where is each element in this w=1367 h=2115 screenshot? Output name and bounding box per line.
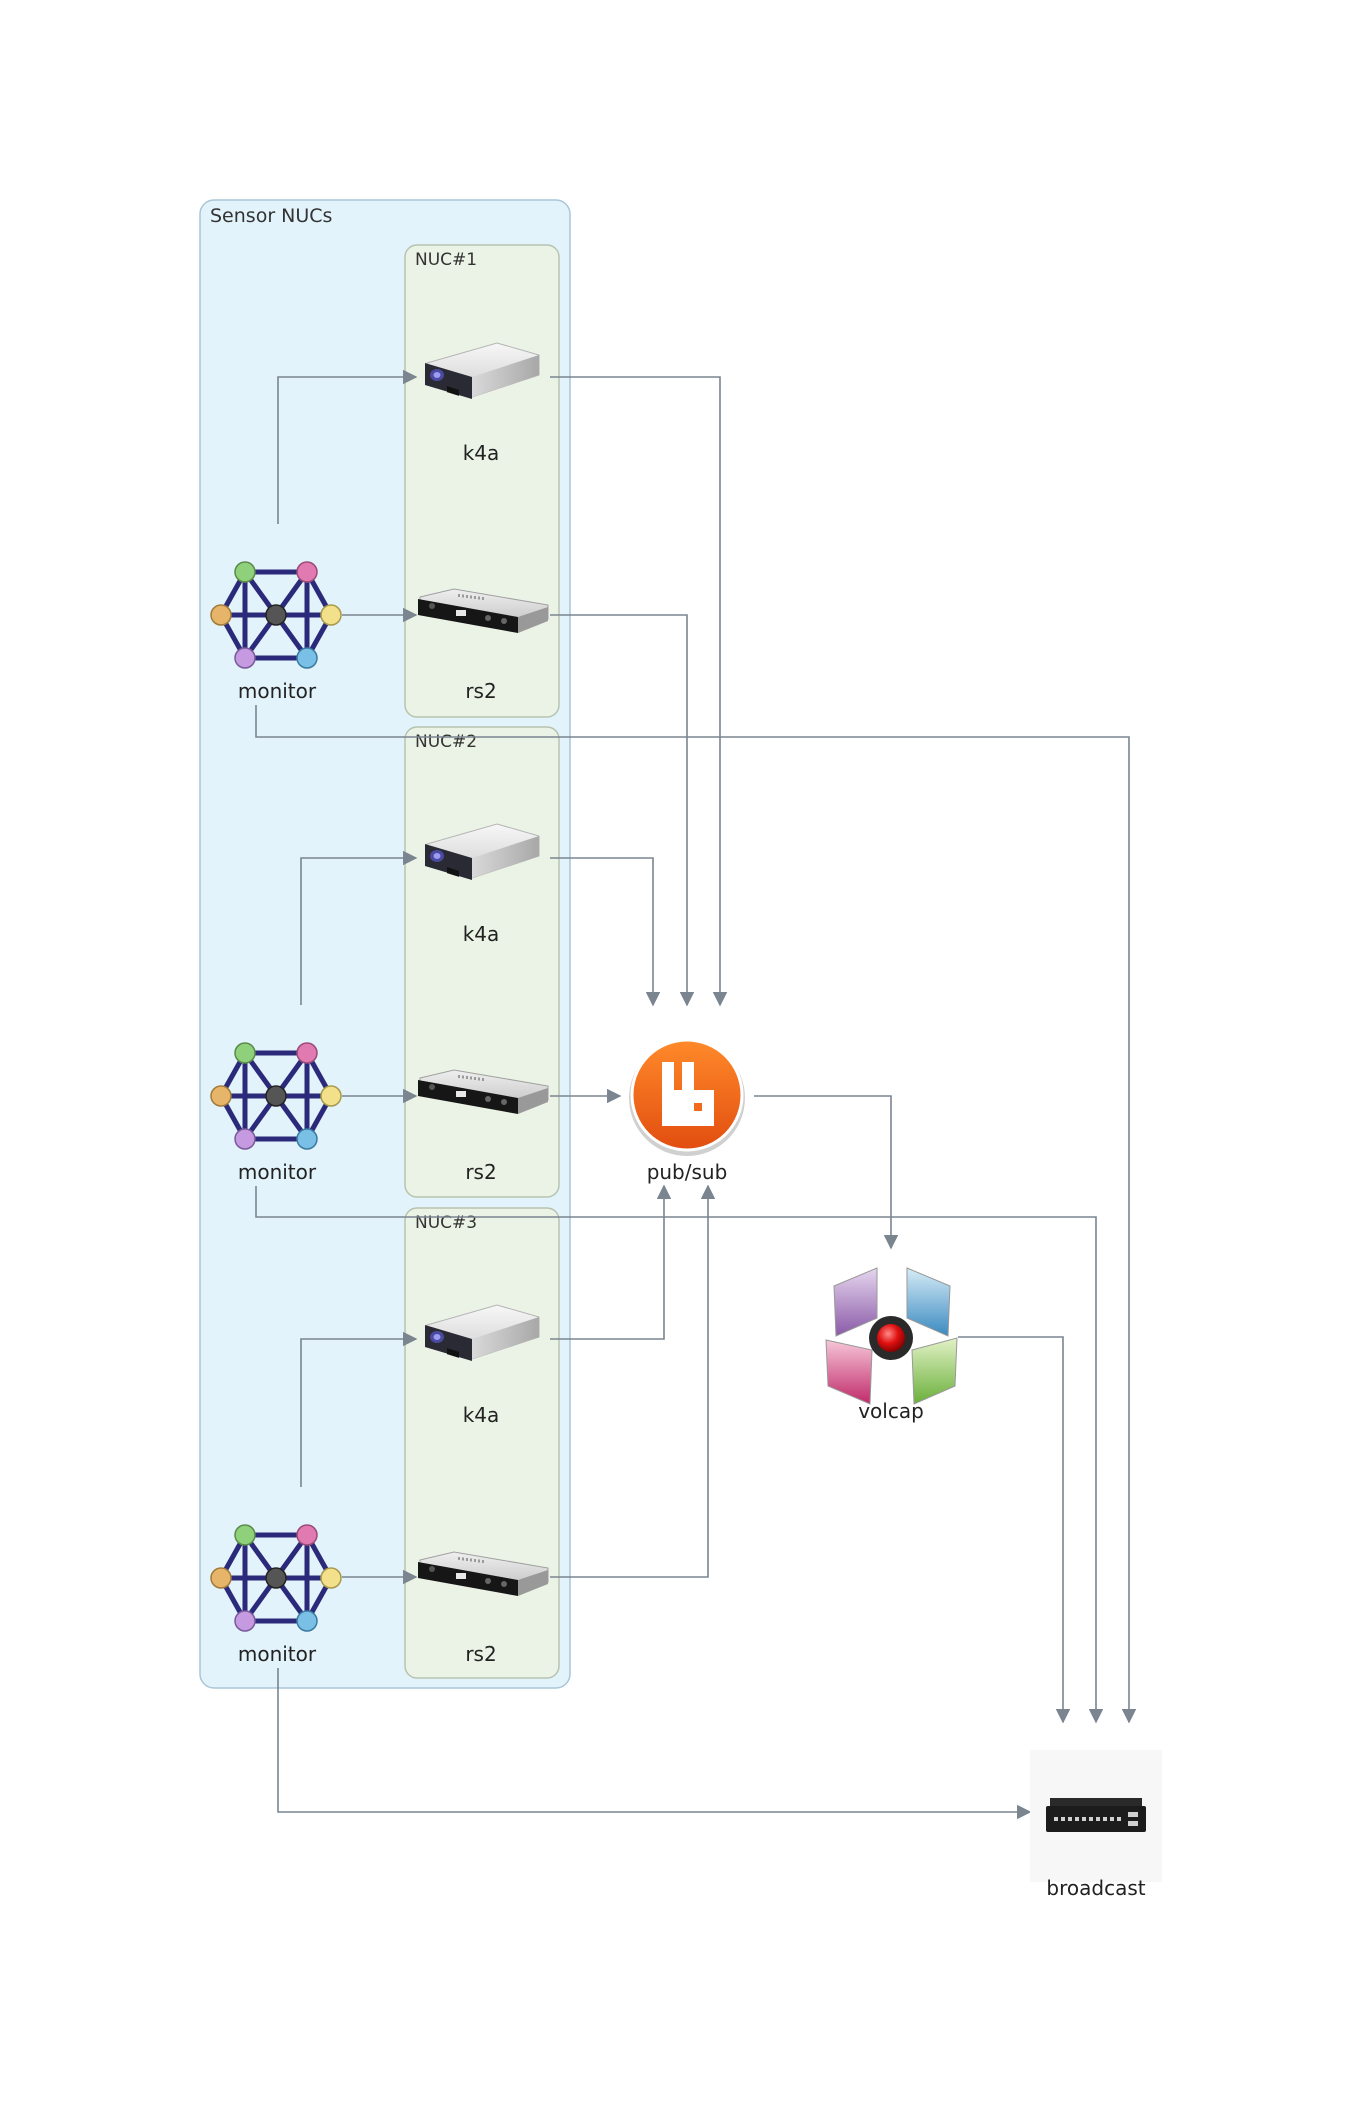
group-nuc3: NUC#3 <box>404 1207 560 1679</box>
group-nuc1: NUC#1 <box>404 244 560 718</box>
node-nuc1-k4a-label: k4a <box>463 441 500 465</box>
edge-nuc2-monitor-k4a <box>300 850 418 1005</box>
group-nuc2-label: NUC#2 <box>415 732 477 752</box>
node-nuc1-monitor[interactable]: monitor <box>211 562 341 703</box>
network-switch-icon <box>1030 1750 1162 1882</box>
node-broadcast[interactable]: broadcast <box>1030 1750 1162 1900</box>
node-broadcast-label: broadcast <box>1046 1876 1145 1900</box>
volumetric-capture-icon <box>825 1267 958 1405</box>
node-pubsub-label: pub/sub <box>647 1160 728 1184</box>
node-nuc3-k4a-label: k4a <box>463 1403 500 1427</box>
edge-nuc1-monitor-broadcast <box>255 705 1137 1724</box>
group-sensor-nucs-label: Sensor NUCs <box>210 205 332 227</box>
rabbitmq-icon <box>629 1038 745 1156</box>
group-nuc2: NUC#2 <box>404 726 560 1198</box>
edge-pubsub-volcap <box>754 1095 899 1250</box>
node-nuc1-rs2-label: rs2 <box>465 679 496 703</box>
edge-nuc1-monitor-k4a <box>277 369 418 524</box>
edge-nuc2-k4a-pubsub <box>550 857 661 1007</box>
node-nuc2-k4a[interactable]: k4a <box>424 823 540 946</box>
node-volcap-label: volcap <box>858 1399 924 1423</box>
node-nuc3-monitor[interactable]: monitor <box>211 1525 341 1666</box>
node-nuc3-k4a[interactable]: k4a <box>424 1304 540 1427</box>
node-nuc1-rs2[interactable]: rs2 <box>417 588 549 703</box>
edge-volcap-broadcast <box>958 1336 1071 1724</box>
node-nuc1-monitor-label: monitor <box>238 679 317 703</box>
edge-nuc3-monitor-k4a <box>300 1331 418 1487</box>
node-pubsub[interactable]: pub/sub <box>629 1038 745 1184</box>
node-nuc2-rs2[interactable]: rs2 <box>417 1069 549 1184</box>
edge-nuc3-rs2-pubsub <box>550 1184 716 1578</box>
node-nuc2-rs2-label: rs2 <box>465 1160 496 1184</box>
node-nuc2-monitor-label: monitor <box>238 1160 317 1184</box>
group-nuc3-label: NUC#3 <box>415 1213 477 1233</box>
node-nuc2-monitor[interactable]: monitor <box>211 1043 341 1184</box>
group-nuc1-label: NUC#1 <box>415 250 477 270</box>
node-nuc2-k4a-label: k4a <box>463 922 500 946</box>
edge-nuc3-k4a-pubsub <box>550 1184 672 1340</box>
node-nuc3-monitor-label: monitor <box>238 1642 317 1666</box>
node-volcap[interactable]: volcap <box>825 1267 958 1423</box>
node-nuc1-k4a[interactable]: k4a <box>424 342 540 465</box>
node-nuc3-rs2-label: rs2 <box>465 1642 496 1666</box>
edge-nuc3-monitor-broadcast <box>277 1668 1032 1820</box>
edge-nuc1-rs2-pubsub <box>550 614 695 1007</box>
edge-nuc1-k4a-pubsub <box>550 376 728 1007</box>
edges <box>255 369 1137 1820</box>
edge-nuc2-monitor-broadcast <box>255 1186 1104 1724</box>
node-nuc3-rs2[interactable]: rs2 <box>417 1551 549 1666</box>
